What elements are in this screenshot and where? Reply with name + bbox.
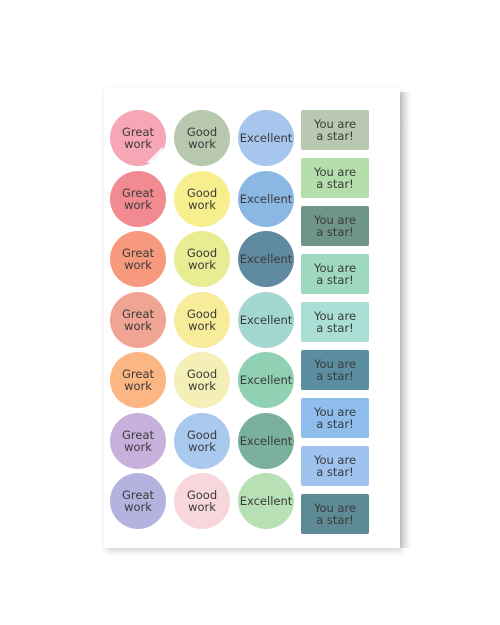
good-work-sticker: Good work	[174, 231, 230, 287]
star-sticker-label: You are a star!	[313, 309, 357, 335]
excellent-sticker-label: Excellent	[239, 373, 293, 387]
good-work-sticker: Good work	[174, 473, 230, 529]
star-sticker: You are a star!	[301, 302, 369, 342]
excellent-sticker-label: Excellent	[239, 433, 293, 448]
great-work-sticker: Great work	[110, 170, 166, 227]
great-work-sticker-label: Great work	[121, 185, 155, 212]
star-sticker-label: You are a star!	[313, 165, 357, 191]
star-sticker-label: You are a star!	[313, 261, 357, 287]
excellent-sticker: Excellent	[238, 291, 294, 348]
good-work-sticker: Good work	[174, 110, 230, 166]
star-sticker: You are a star!	[301, 254, 369, 294]
excellent-sticker-label: Excellent	[239, 252, 293, 266]
excellent-sticker-label: Excellent	[239, 191, 293, 206]
star-sticker: You are a star!	[301, 158, 369, 198]
star-sticker-label: You are a star!	[313, 501, 357, 527]
great-work-sticker-label: Great work	[121, 427, 155, 454]
good-work-sticker-label: Good work	[186, 246, 218, 272]
great-work-sticker: Great work	[110, 291, 166, 348]
great-work-sticker-label: Great work	[121, 125, 155, 151]
peel-curl	[147, 147, 163, 163]
star-sticker: You are a star!	[301, 206, 369, 246]
excellent-sticker: Excellent	[238, 110, 294, 166]
great-work-sticker: Great work	[110, 231, 166, 287]
good-work-sticker-label: Good work	[186, 367, 218, 393]
great-work-sticker-label: Great work	[121, 367, 155, 393]
star-sticker-label: You are a star!	[313, 357, 357, 383]
good-work-sticker-label: Good work	[186, 125, 218, 151]
star-sticker-label: You are a star!	[313, 405, 357, 431]
great-work-sticker: Great work	[110, 352, 166, 408]
excellent-sticker: Excellent	[238, 473, 294, 529]
excellent-sticker: Excellent	[238, 412, 294, 469]
star-sticker-label: You are a star!	[313, 117, 357, 143]
star-sticker-label: You are a star!	[313, 213, 357, 239]
good-work-sticker-label: Good work	[186, 306, 218, 333]
excellent-sticker-label: Excellent	[239, 312, 293, 327]
good-work-sticker: Good work	[174, 170, 230, 227]
excellent-sticker: Excellent	[238, 231, 294, 287]
star-sticker: You are a star!	[301, 494, 369, 534]
great-work-sticker: Great work	[110, 412, 166, 469]
good-work-sticker-label: Good work	[186, 185, 218, 212]
star-sticker: You are a star!	[301, 446, 369, 486]
sheet-shadow	[398, 92, 412, 548]
great-work-sticker: Great work	[110, 110, 166, 166]
excellent-sticker-label: Excellent	[239, 131, 293, 145]
star-sticker: You are a star!	[301, 110, 369, 150]
great-work-sticker: Great work	[110, 473, 166, 529]
good-work-sticker-label: Good work	[186, 427, 218, 454]
good-work-sticker: Good work	[174, 412, 230, 469]
great-work-sticker-label: Great work	[121, 306, 155, 333]
good-work-sticker: Good work	[174, 291, 230, 348]
star-sticker: You are a star!	[301, 350, 369, 390]
excellent-sticker: Excellent	[238, 170, 294, 227]
star-sticker: You are a star!	[301, 398, 369, 438]
excellent-sticker: Excellent	[238, 352, 294, 408]
excellent-sticker-label: Excellent	[239, 494, 293, 508]
great-work-sticker-label: Great work	[121, 246, 155, 272]
good-work-sticker-label: Good work	[186, 488, 218, 514]
great-work-sticker-label: Great work	[121, 488, 155, 514]
good-work-sticker: Good work	[174, 352, 230, 408]
star-sticker-label: You are a star!	[313, 453, 357, 479]
